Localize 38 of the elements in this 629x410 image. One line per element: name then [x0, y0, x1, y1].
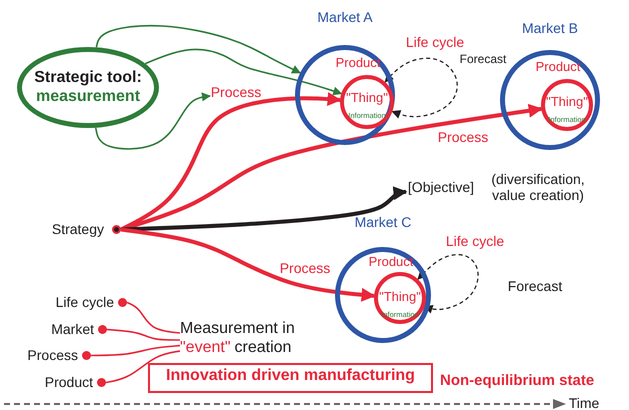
- event-text: "event": [180, 339, 230, 356]
- thing-label: "Thing": [346, 90, 388, 105]
- state-label: Non-equilibrium state: [440, 372, 594, 390]
- objective-label: [Objective]: [408, 179, 474, 195]
- life-cycle-label: Life cycle: [406, 34, 464, 50]
- market-label: Market A: [317, 9, 373, 25]
- arrow: [96, 24, 301, 74]
- dashed-arrow: [417, 254, 479, 314]
- arrow: [94, 92, 211, 150]
- product-label: Product: [368, 254, 414, 269]
- dashed-arrow: [384, 58, 458, 119]
- tool-title: Strategic tool:: [34, 69, 142, 86]
- list-item: Product: [44, 374, 93, 390]
- connector-line: [106, 350, 180, 384]
- objective-note: (diversification, value creation): [490, 171, 586, 204]
- measurement-text: Measurement in: [180, 320, 295, 337]
- list-item: Process: [27, 347, 78, 363]
- creation-text: creation: [234, 339, 292, 356]
- process-label: Process: [210, 84, 262, 100]
- market-label: Market C: [354, 214, 412, 230]
- thing-label: "Thing": [379, 289, 421, 304]
- thing-label: "Thing": [546, 94, 588, 109]
- connector-line: [106, 328, 180, 341]
- tool-subtitle: measurement: [36, 88, 140, 105]
- list-item: Market: [51, 321, 94, 337]
- arrow: [120, 228, 376, 302]
- product-label: Product: [536, 59, 580, 74]
- market-label: Market B: [522, 20, 578, 36]
- time-label: Time: [568, 394, 600, 410]
- connector-line: [90, 344, 180, 356]
- arrow: [145, 48, 342, 96]
- arrow: [120, 186, 408, 232]
- life-cycle-label: Life cycle: [446, 232, 504, 250]
- connector-line: [126, 302, 180, 334]
- innovation-label: Innovation driven manufacturing: [166, 367, 415, 384]
- strategy-label: Strategy: [52, 221, 104, 237]
- list-item: Life cycle: [56, 294, 114, 310]
- tool-ellipse: [17, 47, 159, 128]
